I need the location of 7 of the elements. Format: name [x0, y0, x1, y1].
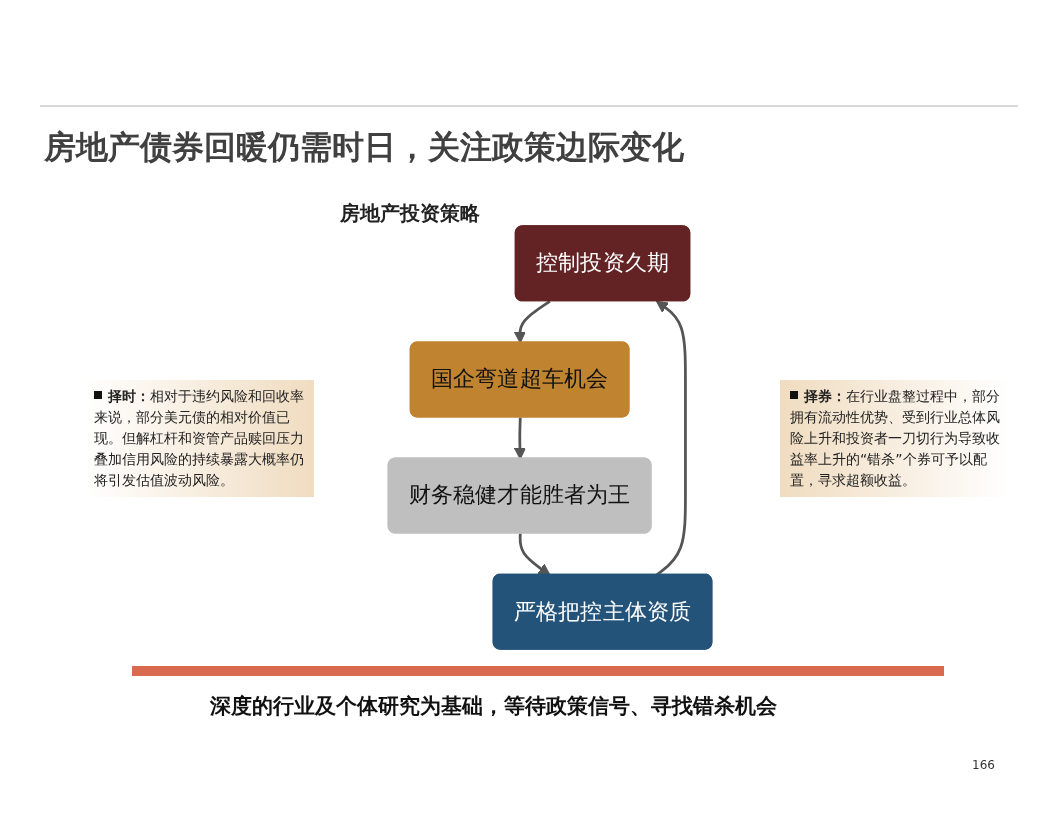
arrow [513, 300, 551, 344]
page-number: 166 [972, 758, 995, 772]
arrow [518, 533, 551, 576]
center-heading: 房地产投资策略 [340, 200, 480, 227]
slide-title: 房地产债券回暖仍需时日，关注政策边际变化 [44, 127, 684, 168]
arrow [513, 417, 526, 460]
summary-text: 深度的行业及个体研究为基础，等待政策信号、寻找错杀机会 [210, 693, 777, 720]
